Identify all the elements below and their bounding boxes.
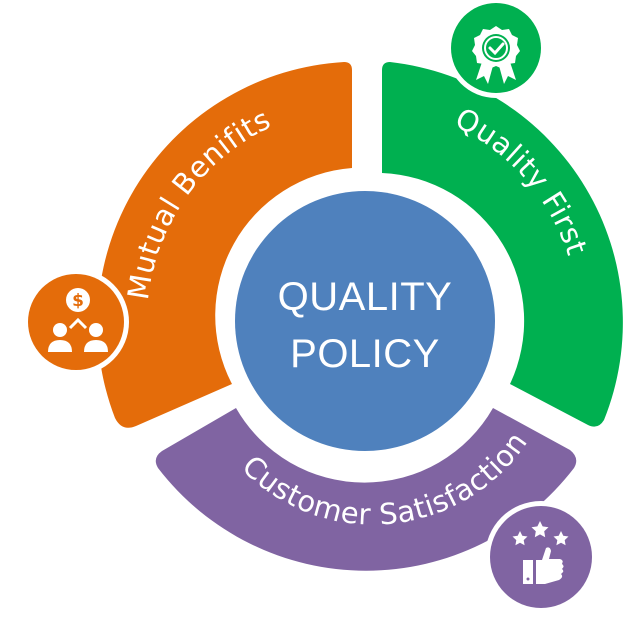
- svg-text:$: $: [72, 291, 84, 311]
- thumbs-up-stars-icon: [512, 521, 569, 584]
- award-badge-check-icon: [472, 26, 520, 84]
- center-circle: QUALITY POLICY: [235, 191, 495, 451]
- segment-mutual-benefits-shape: [97, 62, 352, 428]
- badge-mutual-benefits: $: [23, 269, 129, 375]
- badge-quality-first: [446, 0, 546, 98]
- badge-customer-satisfaction: [485, 501, 597, 613]
- center-circle-shape: [235, 191, 495, 451]
- money-exchange-people-icon: $: [48, 288, 108, 352]
- center-title-line1: QUALITY: [278, 275, 453, 319]
- center-title-line2: POLICY: [290, 332, 440, 376]
- segment-customer-satisfaction-shape: [155, 408, 577, 571]
- segment-quality-first-shape: [382, 62, 623, 427]
